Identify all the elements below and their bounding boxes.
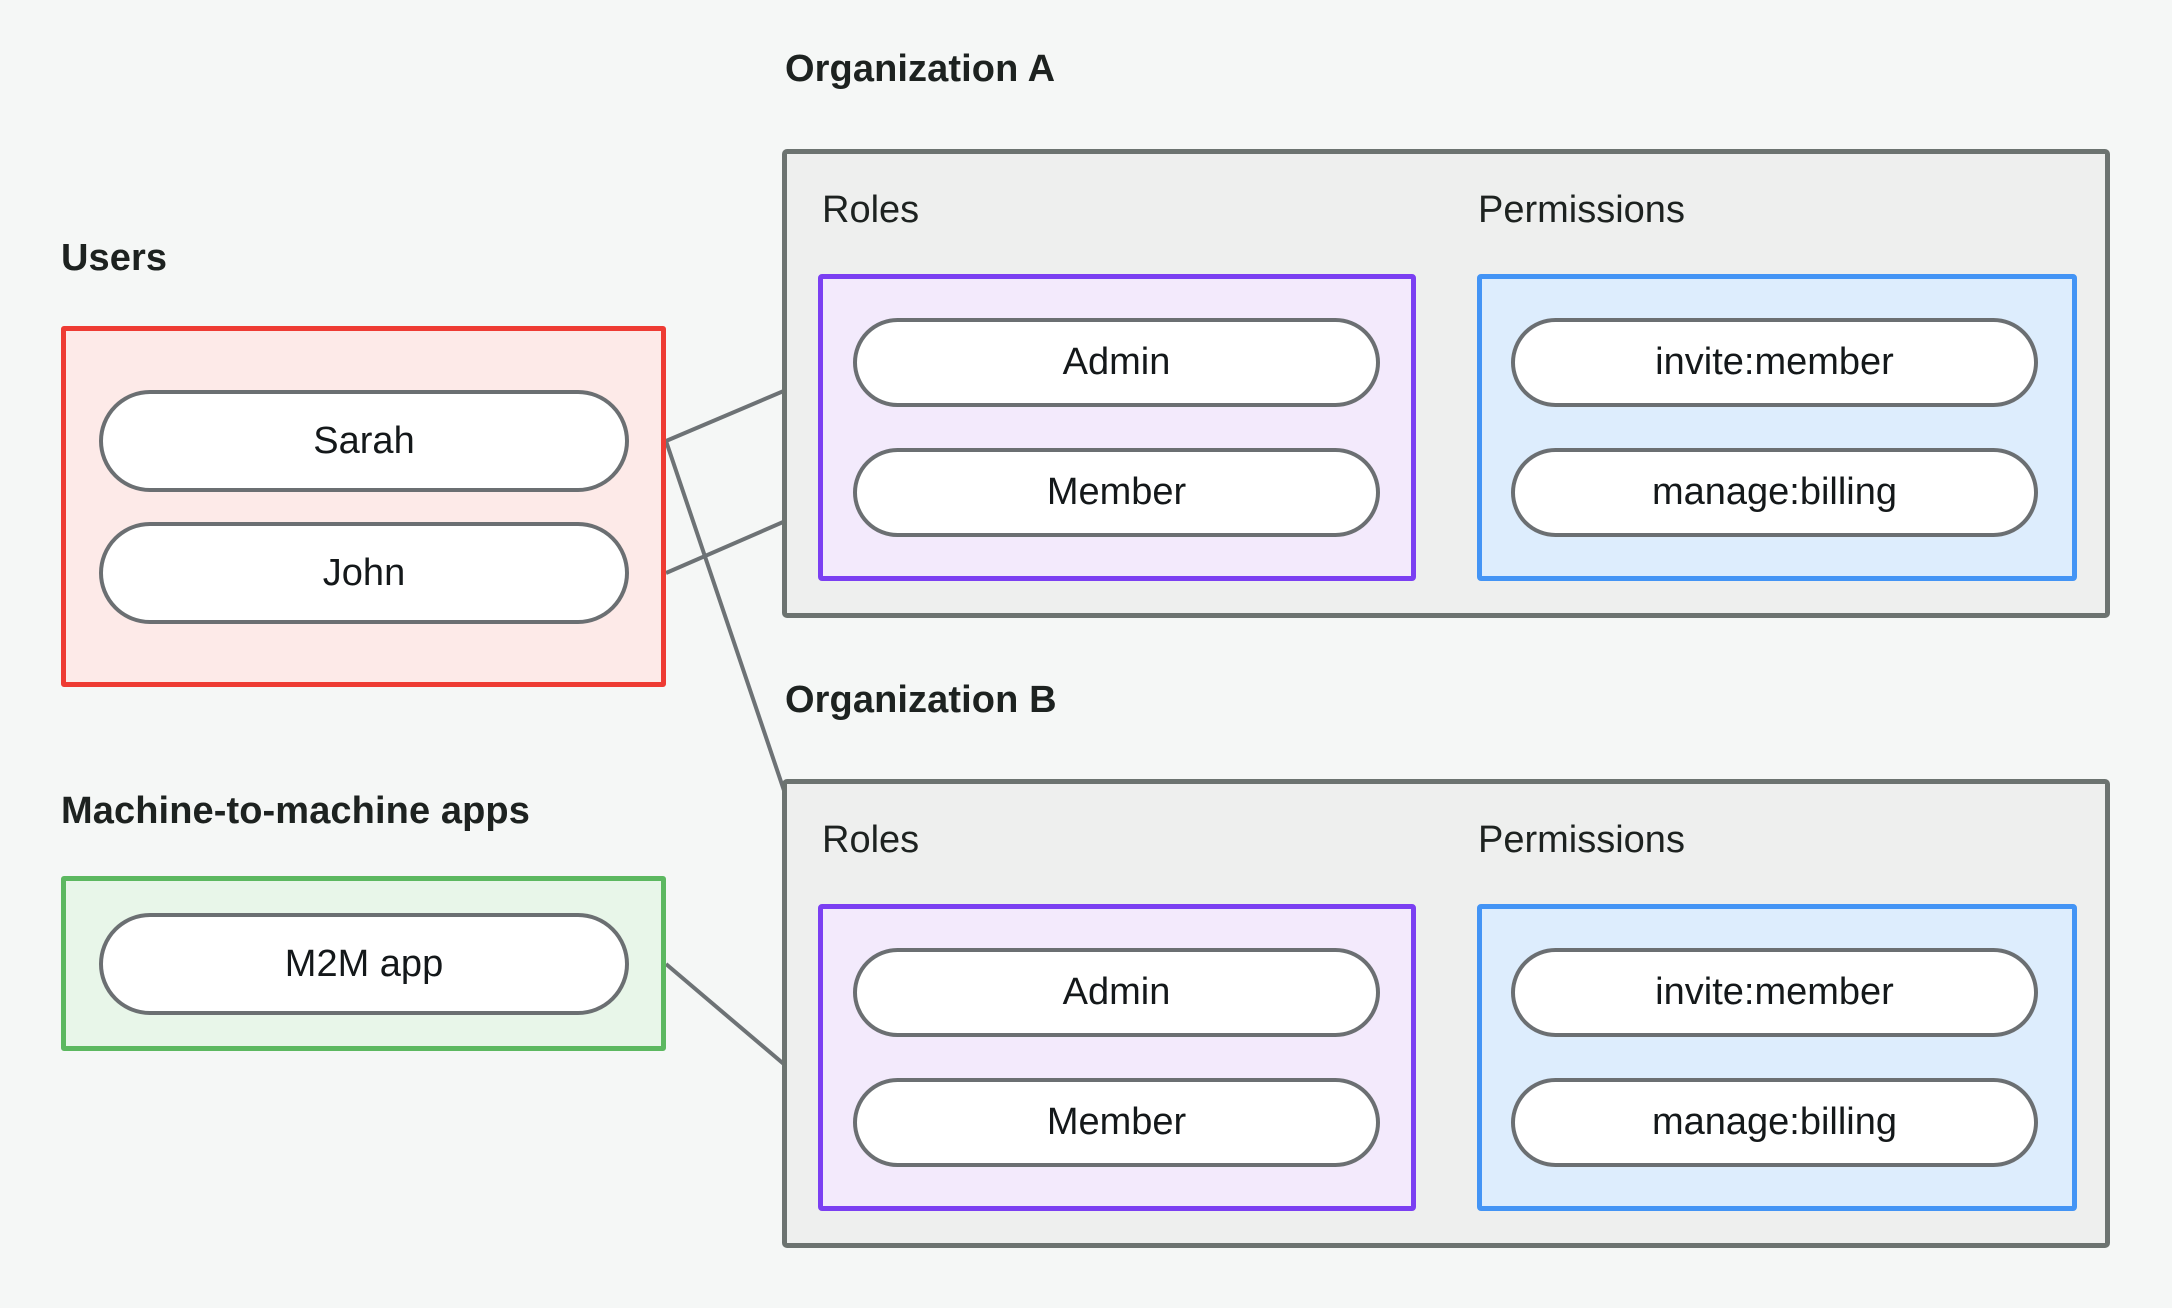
- node-org-b-manage-billing[interactable]: manage:billing: [1511, 1078, 2038, 1167]
- node-org-b-invite-member[interactable]: invite:member: [1511, 948, 2038, 1037]
- org-b-roles-label: Roles: [822, 819, 920, 861]
- node-org-a-member[interactable]: Member: [853, 448, 1380, 537]
- node-org-a-admin[interactable]: Admin: [853, 318, 1380, 407]
- node-org-a-manage-billing[interactable]: manage:billing: [1511, 448, 2038, 537]
- node-org-b-admin[interactable]: Admin: [853, 948, 1380, 1037]
- machine-apps-caption: Machine-to-machine apps: [61, 790, 530, 832]
- org-b-caption: Organization B: [785, 679, 1057, 721]
- org-a-permissions-label: Permissions: [1478, 189, 1685, 231]
- users-group-box: [61, 326, 666, 687]
- org-b-permissions-label: Permissions: [1478, 819, 1685, 861]
- org-a-caption: Organization A: [785, 48, 1056, 90]
- node-sarah[interactable]: Sarah: [99, 390, 629, 492]
- org-a-roles-label: Roles: [822, 189, 920, 231]
- node-org-a-invite-member[interactable]: invite:member: [1511, 318, 2038, 407]
- node-john[interactable]: John: [99, 522, 629, 624]
- node-org-b-member[interactable]: Member: [853, 1078, 1380, 1167]
- node-m2m-app[interactable]: M2M app: [99, 913, 629, 1015]
- users-caption: Users: [61, 237, 168, 279]
